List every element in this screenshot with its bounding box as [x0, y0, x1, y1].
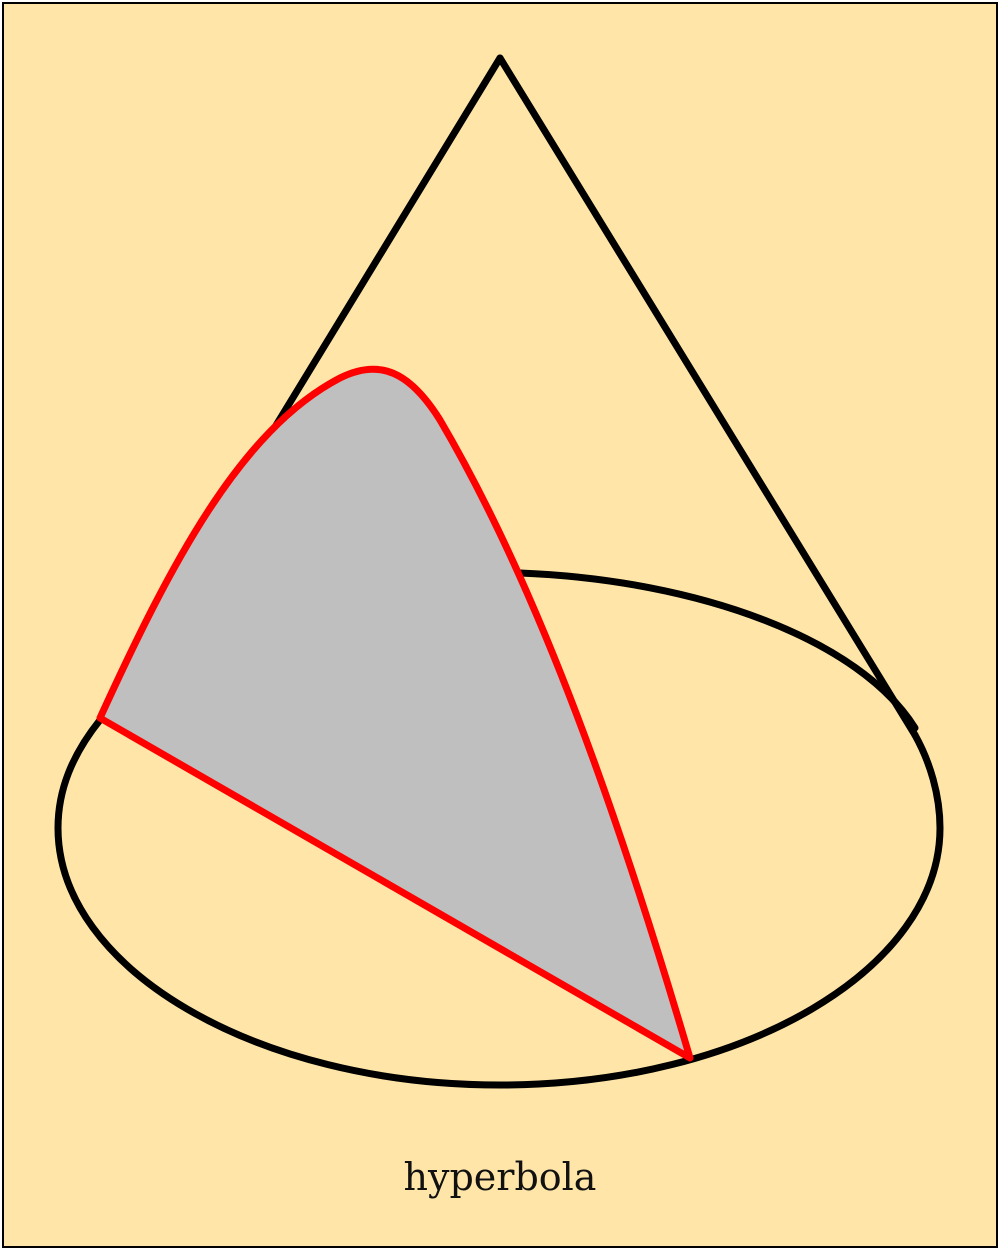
cone-right-side [496, 54, 919, 739]
hyperbola-section [96, 365, 694, 1062]
cone-left-side [268, 54, 504, 436]
diagram-caption: hyperbola [403, 1155, 597, 1199]
cone-base-front-arc [54, 716, 944, 1089]
